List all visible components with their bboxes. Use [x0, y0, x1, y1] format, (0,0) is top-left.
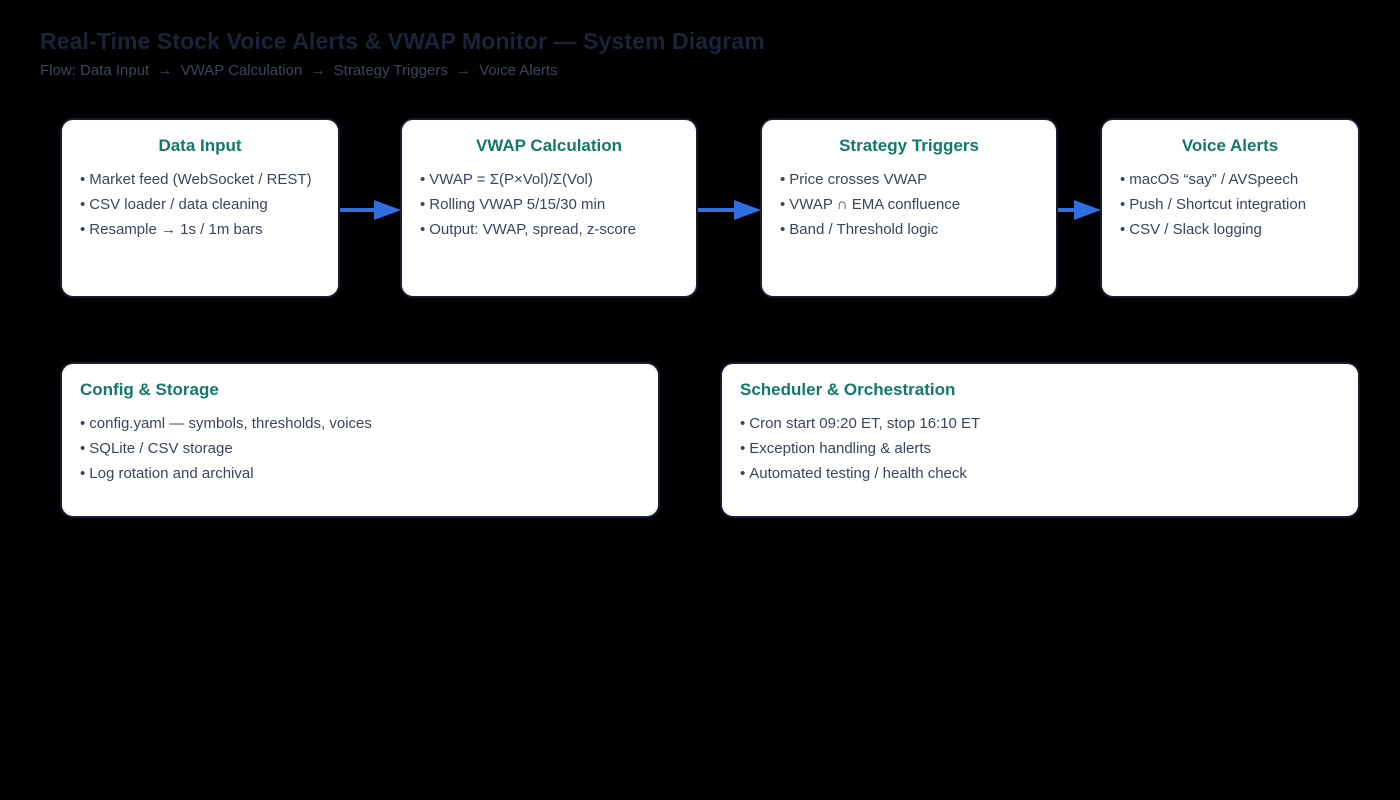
node-scheduler-orchestration[interactable]: Scheduler & Orchestration •Cron start 09… — [720, 362, 1360, 518]
list-item: •Cron start 09:20 ET, stop 16:10 ET — [740, 411, 1340, 436]
list-item: •VWAP = Σ(P×Vol)/Σ(Vol) — [420, 167, 678, 192]
list-item-label: VWAP ∩ EMA confluence — [789, 196, 961, 214]
list-item-label: Rolling VWAP 5/15/30 min — [429, 196, 606, 214]
node-title: Scheduler & Orchestration — [740, 380, 956, 399]
bullet-icon: • — [780, 196, 786, 214]
node-title: Config & Storage — [80, 380, 219, 399]
node-title: Strategy Triggers — [839, 136, 979, 155]
node-bullet-list: •Cron start 09:20 ET, stop 16:10 ET •Exc… — [740, 411, 1340, 486]
list-item-label: VWAP = Σ(P×Vol)/Σ(Vol) — [429, 171, 593, 189]
list-item: •Exception handling & alerts — [740, 436, 1340, 461]
flow-label: Flow: — [40, 62, 76, 79]
bullet-icon: • — [80, 196, 86, 214]
bullet-icon: • — [80, 465, 86, 483]
list-item: •Push / Shortcut integration — [1120, 192, 1340, 217]
list-item-label: Market feed (WebSocket / REST) — [89, 171, 312, 189]
node-title: Data Input — [158, 136, 242, 155]
bullet-icon: • — [780, 221, 786, 239]
node-title: Voice Alerts — [1181, 136, 1279, 155]
list-item-label: SQLite / CSV storage — [89, 440, 233, 458]
bullet-icon: • — [80, 171, 86, 189]
node-bullet-list: •Price crosses VWAP •VWAP ∩ EMA confluen… — [780, 167, 1038, 242]
bullet-icon: • — [740, 415, 746, 433]
list-item: •Resample → 1s / 1m bars — [80, 217, 320, 242]
bullet-icon: • — [1120, 196, 1126, 214]
node-bullet-list: •Market feed (WebSocket / REST) •CSV loa… — [80, 167, 320, 242]
list-item-label: Resample → 1s / 1m bars — [89, 221, 263, 239]
arrow-vwap-to-strategy-icon — [698, 198, 761, 222]
bullet-icon: • — [420, 221, 426, 239]
list-item-label: CSV / Slack logging — [1129, 221, 1262, 239]
node-bullet-list: •VWAP = Σ(P×Vol)/Σ(Vol) •Rolling VWAP 5/… — [420, 167, 678, 242]
list-item-label: Push / Shortcut integration — [1129, 196, 1307, 214]
list-item: •macOS “say” / AVSpeech — [1120, 167, 1340, 192]
list-item-label: macOS “say” / AVSpeech — [1129, 171, 1299, 189]
bullet-icon: • — [1120, 221, 1126, 239]
flow-separator-icon: → — [157, 62, 173, 79]
arrow-strategy-to-voice-icon — [1058, 198, 1101, 222]
list-item-label: CSV loader / data cleaning — [89, 196, 268, 214]
bullet-icon: • — [1120, 171, 1126, 189]
flow-step-4: Voice Alerts — [479, 62, 558, 79]
node-voice-alerts[interactable]: Voice Alerts •macOS “say” / AVSpeech •Pu… — [1100, 118, 1360, 298]
list-item-label: Band / Threshold logic — [789, 221, 939, 239]
bullet-icon: • — [420, 196, 426, 214]
flow-breadcrumb: Flow: Data Input → VWAP Calculation → St… — [40, 62, 558, 79]
node-strategy-triggers[interactable]: Strategy Triggers •Price crosses VWAP •V… — [760, 118, 1058, 298]
node-title: VWAP Calculation — [475, 136, 623, 155]
flow-separator-icon: → — [310, 62, 326, 79]
bullet-icon: • — [780, 171, 786, 189]
bullet-icon: • — [740, 465, 746, 483]
list-item: •CSV / Slack logging — [1120, 217, 1340, 242]
list-item: •Price crosses VWAP — [780, 167, 1038, 192]
flow-separator-icon: → — [456, 62, 472, 79]
bullet-icon: • — [80, 221, 86, 239]
list-item-label: Log rotation and archival — [89, 465, 254, 483]
bullet-icon: • — [80, 440, 86, 458]
bullet-icon: • — [420, 171, 426, 189]
list-item-label: Exception handling & alerts — [749, 440, 932, 458]
list-item: •Automated testing / health check — [740, 461, 1340, 486]
list-item: •Output: VWAP, spread, z-score — [420, 217, 678, 242]
bullet-icon: • — [80, 415, 86, 433]
node-config-storage[interactable]: Config & Storage •config.yaml — symbols,… — [60, 362, 660, 518]
list-item-label: Cron start 09:20 ET, stop 16:10 ET — [749, 415, 981, 433]
list-item: •Rolling VWAP 5/15/30 min — [420, 192, 678, 217]
node-vwap-calculation[interactable]: VWAP Calculation •VWAP = Σ(P×Vol)/Σ(Vol)… — [400, 118, 698, 298]
list-item-label: Price crosses VWAP — [789, 171, 928, 189]
node-data-input[interactable]: Data Input •Market feed (WebSocket / RES… — [60, 118, 340, 298]
node-bullet-list: •macOS “say” / AVSpeech •Push / Shortcut… — [1120, 167, 1340, 242]
bullet-icon: • — [740, 440, 746, 458]
list-item: •Band / Threshold logic — [780, 217, 1038, 242]
list-item: •Market feed (WebSocket / REST) — [80, 167, 320, 192]
page-title: Real-Time Stock Voice Alerts & VWAP Moni… — [40, 28, 765, 54]
list-item-label: Output: VWAP, spread, z-score — [429, 221, 637, 239]
list-item: •Log rotation and archival — [80, 461, 640, 486]
list-item-label: Automated testing / health check — [749, 465, 967, 483]
node-bullet-list: •config.yaml — symbols, thresholds, voic… — [80, 411, 640, 486]
list-item: •CSV loader / data cleaning — [80, 192, 320, 217]
arrow-data-input-to-vwap-icon — [340, 198, 401, 222]
list-item-label: config.yaml — symbols, thresholds, voice… — [89, 415, 372, 433]
flow-step-1: Data Input — [80, 62, 150, 79]
flow-step-2: VWAP Calculation — [180, 62, 303, 79]
list-item: •SQLite / CSV storage — [80, 436, 640, 461]
flow-step-3: Strategy Triggers — [333, 62, 448, 79]
list-item: •config.yaml — symbols, thresholds, voic… — [80, 411, 640, 436]
list-item: •VWAP ∩ EMA confluence — [780, 192, 1038, 217]
